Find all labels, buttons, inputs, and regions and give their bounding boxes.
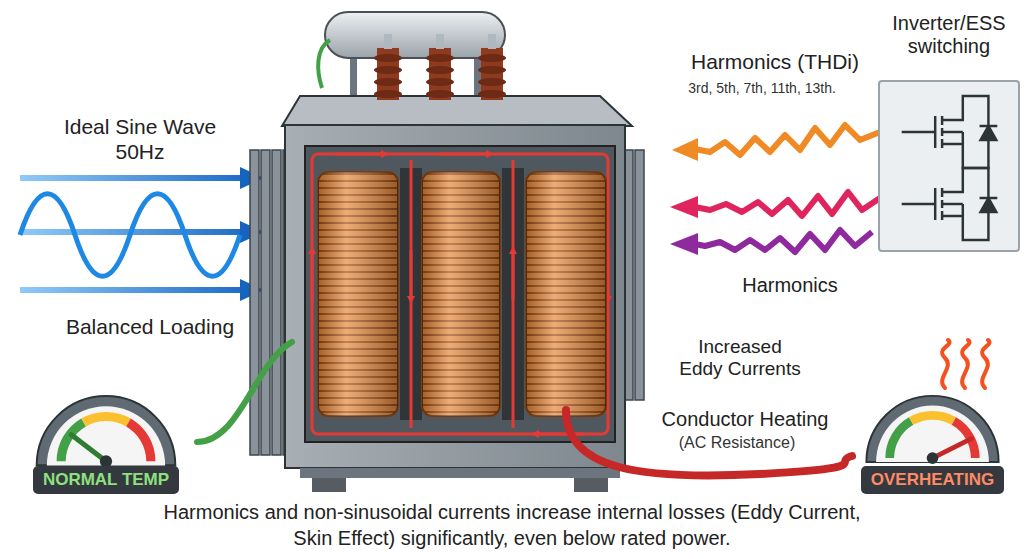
annotation-label: Harmonics (THDi) bbox=[660, 50, 890, 75]
gauge-banner: NORMAL TEMP bbox=[33, 466, 179, 494]
caption: Harmonics and non-sinusoidal currents in… bbox=[152, 499, 872, 551]
temperature-gauge: NORMAL TEMP bbox=[14, 392, 198, 498]
annotation-label: Harmonics bbox=[715, 274, 865, 298]
inverter-box: Inverter/ESS switching bbox=[878, 12, 1020, 252]
annotation-label: Ideal Sine Wave 50Hz bbox=[55, 115, 225, 165]
inverter-panel bbox=[878, 80, 1020, 252]
annotation-label: (AC Resistance) bbox=[647, 434, 827, 453]
temperature-gauge: OVERHEATING bbox=[845, 392, 1020, 498]
sine-input bbox=[20, 167, 264, 301]
box-heading: Inverter/ESS switching bbox=[878, 12, 1020, 58]
gauge-banner: OVERHEATING bbox=[861, 466, 1004, 494]
annotation-label: Increased Eddy Currents bbox=[676, 336, 804, 381]
annotation-label: Conductor Heating bbox=[635, 408, 855, 432]
annotation-label: Balanced Loading bbox=[35, 315, 265, 340]
mosfet-symbol bbox=[880, 82, 1018, 250]
annotation-label: 3rd, 5th, 7th, 11th, 13th. bbox=[662, 80, 862, 97]
